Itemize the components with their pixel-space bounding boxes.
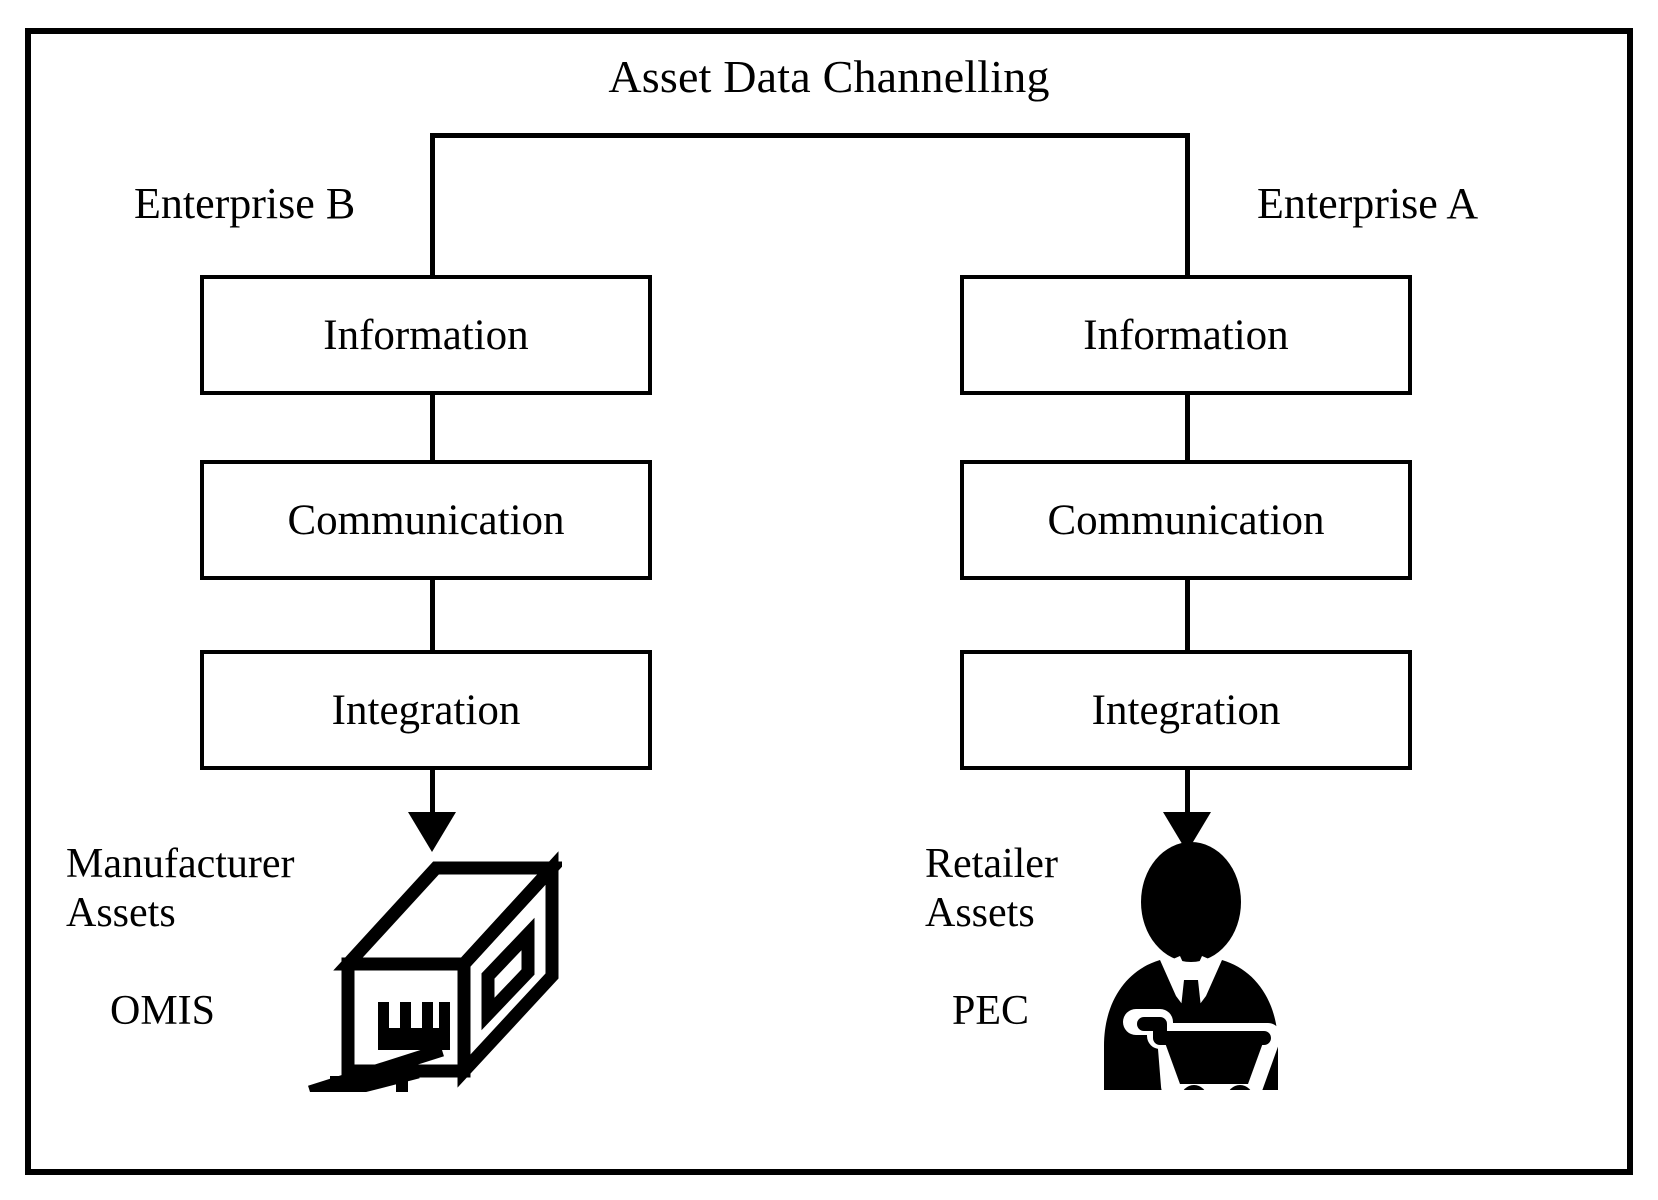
left-assets-arrow-head — [408, 812, 456, 852]
right-integration-to-assets-line — [1185, 768, 1190, 820]
left-stage-integration[interactable]: Integration — [200, 650, 652, 770]
diagram-title: Asset Data Channelling — [608, 51, 1050, 102]
asset-data-bus-horizontal — [430, 133, 1190, 138]
right-asset-label-line2: Assets — [925, 889, 1035, 936]
enterprise-label-right: Enterprise A — [1257, 179, 1479, 228]
left-information-to-communication-line — [430, 393, 435, 463]
right-stage-communication[interactable]: Communication — [960, 460, 1412, 580]
figure-border — [25, 28, 1633, 1175]
right-asset-label-line1: Retailer — [925, 841, 1058, 887]
left-system-acronym: OMIS — [110, 988, 216, 1034]
left-stage-communication[interactable]: Communication — [200, 460, 652, 580]
right-communication-to-integration-line — [1185, 578, 1190, 653]
right-stage-information[interactable]: Information — [960, 275, 1412, 395]
right-asset-label: Retailer Assets — [925, 840, 1058, 937]
left-stage-information-label: Information — [323, 311, 529, 359]
left-integration-to-assets-line — [430, 768, 435, 820]
right-stage-integration-label: Integration — [1091, 686, 1281, 734]
right-stage-integration[interactable]: Integration — [960, 650, 1412, 770]
left-stage-integration-label: Integration — [331, 686, 521, 734]
left-stage-communication-label: Communication — [287, 496, 565, 544]
left-stage-information[interactable]: Information — [200, 275, 652, 395]
enterprise-label-left: Enterprise B — [134, 179, 356, 228]
retail-customer-cart-icon — [1098, 840, 1284, 1111]
right-system-acronym: PEC — [952, 988, 1030, 1034]
right-information-to-communication-line — [1185, 393, 1190, 463]
factory-machine-icon — [300, 846, 567, 1099]
left-asset-label-line2: Assets — [66, 889, 176, 936]
right-bus-to-information-line — [1185, 133, 1190, 279]
right-stage-information-label: Information — [1083, 311, 1289, 359]
left-bus-to-information-line — [430, 133, 435, 279]
left-communication-to-integration-line — [430, 578, 435, 653]
right-stage-communication-label: Communication — [1047, 496, 1325, 544]
left-asset-label: Manufacturer Assets — [66, 840, 295, 937]
left-asset-label-line1: Manufacturer — [66, 841, 295, 887]
